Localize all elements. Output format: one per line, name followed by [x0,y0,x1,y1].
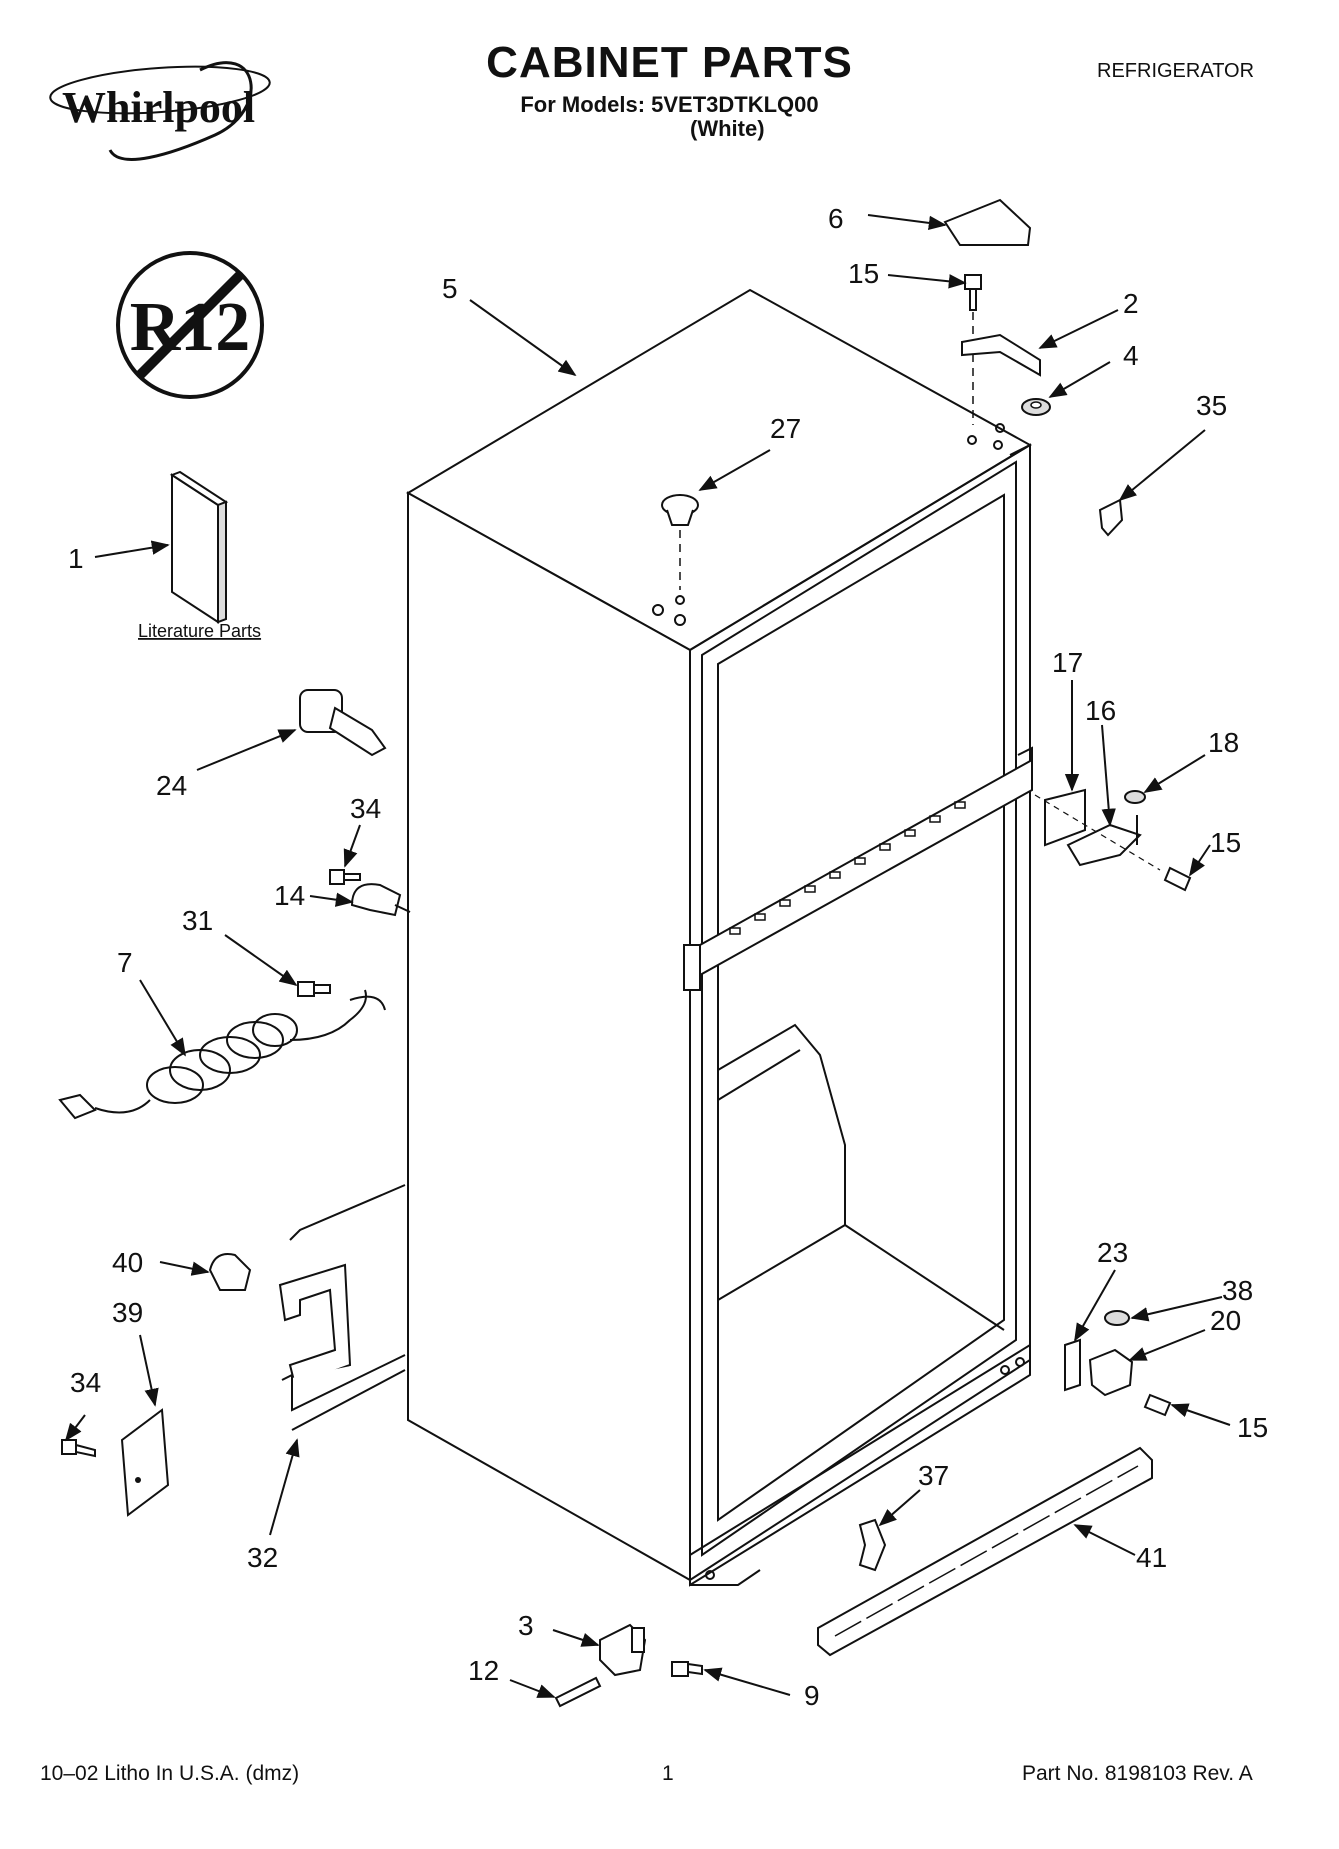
toe-grille-icon [817,1446,1153,1657]
callout-3: 3 [518,1610,534,1641]
callout-17: 17 [1052,647,1083,678]
cable-clip-icon [208,1253,252,1291]
bottom-hinge-shim-icon [1064,1338,1081,1392]
screw-icon [1163,866,1192,892]
middle-hinge-shim-icon [1044,788,1086,847]
roller-bracket-icon [599,1623,647,1677]
callout-27: 27 [770,413,801,444]
brand-wordmark: Whirlpool [62,83,255,132]
callout-16: 16 [1085,695,1116,726]
callout-7: 7 [117,947,133,978]
leader-lines [64,214,1231,1698]
hinge-cover-icon [943,198,1032,246]
hinge-cap-icon [1098,498,1124,537]
screw-icon [1143,1393,1172,1417]
appliance-label: REFRIGERATOR [1097,60,1255,82]
callout-14: 14 [274,880,305,911]
footer-litho: 10–02 Litho In U.S.A. (dmz) [40,1762,300,1785]
callout-41: 41 [1136,1542,1167,1573]
grille-clip-icon [858,1518,887,1572]
screw-icon [61,1439,96,1458]
cord-clip-icon [350,883,411,917]
rear-bracket-icon [278,1184,406,1431]
middle-hinge-icon [1066,815,1142,867]
bottom-hinge-icon [1088,1348,1134,1397]
plug-button-icon [661,494,699,526]
washer-icon [1021,398,1051,416]
callout-39: 39 [112,1297,143,1328]
callout-34-upper: 34 [350,793,381,824]
callout-labels: 1 2 3 4 5 6 7 9 12 14 15 15 15 16 17 18 … [68,203,1268,1711]
callout-35: 35 [1196,390,1227,421]
callout-32: 32 [247,1542,278,1573]
callout-1: 1 [68,543,84,574]
callout-9: 9 [804,1680,820,1711]
whirlpool-logo: Whirlpool [49,61,271,161]
power-cord-icon [58,989,367,1120]
top-hinge-icon [961,333,1041,377]
no-r12-icon: R12 [116,251,264,399]
callout-37: 37 [918,1460,949,1491]
callout-34-lower: 34 [70,1367,101,1398]
page-number: 1 [662,1762,674,1785]
color-label: (White) [690,116,765,141]
screw-icon [329,869,361,885]
literature-parts-label: Literature Parts [138,621,261,641]
callout-23: 23 [1097,1237,1128,1268]
leveling-leg-icon [299,689,387,757]
washer-icon [1104,1310,1130,1326]
callout-15-top: 15 [848,258,879,289]
ground-screw-icon [297,981,386,1011]
access-cover-icon [120,1408,170,1517]
callout-31: 31 [182,905,213,936]
callout-18: 18 [1208,727,1239,758]
callout-12: 12 [468,1655,499,1686]
callout-4: 4 [1123,340,1139,371]
callout-5: 5 [442,273,458,304]
callout-15-middle: 15 [1210,827,1241,858]
screw-icon [671,1661,703,1677]
washer-icon [1124,790,1146,804]
pin-icon [554,1676,602,1708]
callout-2: 2 [1123,288,1139,319]
callout-6: 6 [828,203,844,234]
callout-15-bottom: 15 [1237,1412,1268,1443]
models-line: For Models: 5VET3DTKLQ00 [520,92,819,117]
callout-20: 20 [1210,1305,1241,1336]
part-number: Part No. 8198103 Rev. A [1022,1762,1253,1785]
page-title: CABINET PARTS [486,38,853,87]
screw-icon [964,274,982,311]
refrigerator-cabinet [405,288,1033,1587]
literature-book-icon [169,470,229,624]
callout-40: 40 [112,1247,143,1278]
callout-24: 24 [156,770,187,801]
callout-38: 38 [1222,1275,1253,1306]
